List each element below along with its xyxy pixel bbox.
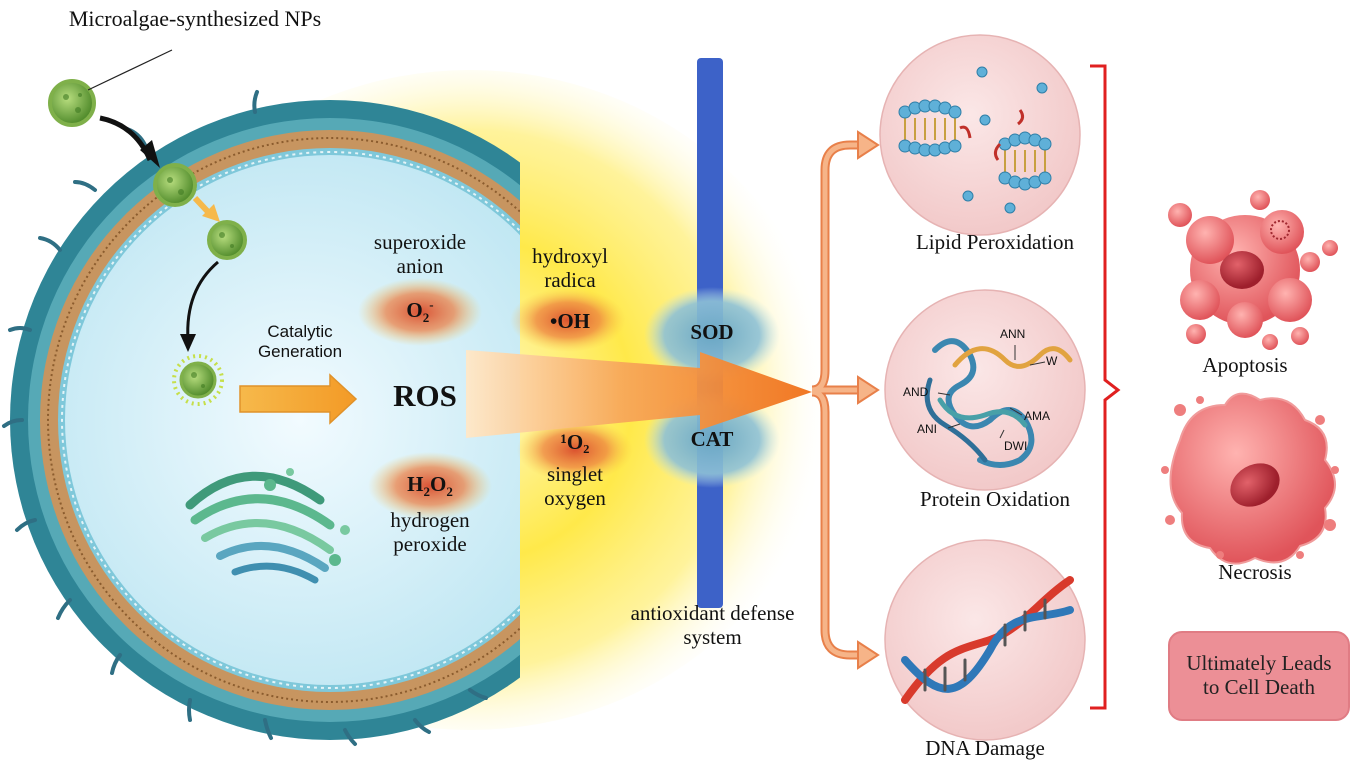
dna-label: DNA Damage	[925, 736, 1045, 760]
sod-enzyme	[644, 287, 780, 383]
hydroxyl-blob	[510, 288, 626, 352]
peroxide-name: hydrogen peroxide	[390, 508, 470, 557]
arrow-head-protein	[857, 375, 880, 405]
arrow-head-dna	[857, 640, 880, 670]
singlet-blob	[517, 418, 633, 482]
np-leader-line	[87, 49, 173, 91]
arrow-head-lipid	[857, 130, 880, 160]
hydroxyl-formula: •OH	[549, 309, 591, 333]
lipid-bilayer-icon	[898, 66, 1052, 214]
cell	[10, 100, 520, 740]
cell-death-box: Ultimately Leads to Cell Death	[1168, 631, 1350, 721]
cell-spikes	[2, 90, 488, 746]
hydroxyl-name: hydroxyl radica	[532, 244, 608, 293]
superoxide-formula: O2-	[406, 297, 434, 326]
catalytic-generation-label: Catalytic Generation	[257, 322, 343, 361]
necrosis-cell-icon	[1161, 392, 1339, 565]
protein-circle	[884, 289, 1086, 491]
lipid-label: Lipid Peroxidation	[915, 230, 1075, 254]
peroxide-blob	[368, 452, 492, 520]
catalytic-arrow	[239, 373, 358, 425]
protein-label: Protein Oxidation	[920, 487, 1070, 511]
protein-site-w: W	[1046, 354, 1058, 368]
singlet-formula: ¹O₂	[560, 430, 590, 454]
branch-arrows	[811, 140, 862, 660]
entry-arrow-3	[186, 260, 219, 341]
protein-site-ani: ANI	[917, 422, 938, 436]
protein-site-ama: AMA	[1024, 409, 1051, 423]
peroxide-formula: H2O2	[407, 472, 453, 500]
sod-label: SOD	[690, 320, 734, 344]
protein-site-dwi: DWI	[1004, 439, 1028, 453]
np-label: Microalgae-synthesized NPs	[68, 6, 322, 31]
singlet-name: singlet oxygen	[544, 462, 606, 511]
ros-beam	[466, 350, 812, 438]
dna-helix-icon	[901, 576, 1074, 704]
protein-site-ann: ANN	[1000, 327, 1026, 341]
superoxide-name: superoxide anion	[373, 230, 467, 279]
protein-icon	[924, 338, 1073, 468]
apoptosis-label: Apoptosis	[1202, 353, 1288, 377]
protein-site-and: AND	[903, 385, 929, 399]
nanoparticles	[48, 79, 247, 406]
outcome-bracket	[1090, 64, 1121, 710]
superoxide-blob	[358, 278, 482, 346]
necrosis-label: Necrosis	[1218, 560, 1292, 584]
lipid-circle	[879, 34, 1081, 236]
apoptosis-cell-icon	[1168, 190, 1338, 350]
defense-label: antioxidant defense system	[630, 601, 795, 650]
ros-label: ROS	[393, 378, 457, 413]
cat-label: CAT	[690, 427, 734, 451]
protein-site-markers	[937, 345, 1046, 439]
organelle	[185, 468, 350, 584]
